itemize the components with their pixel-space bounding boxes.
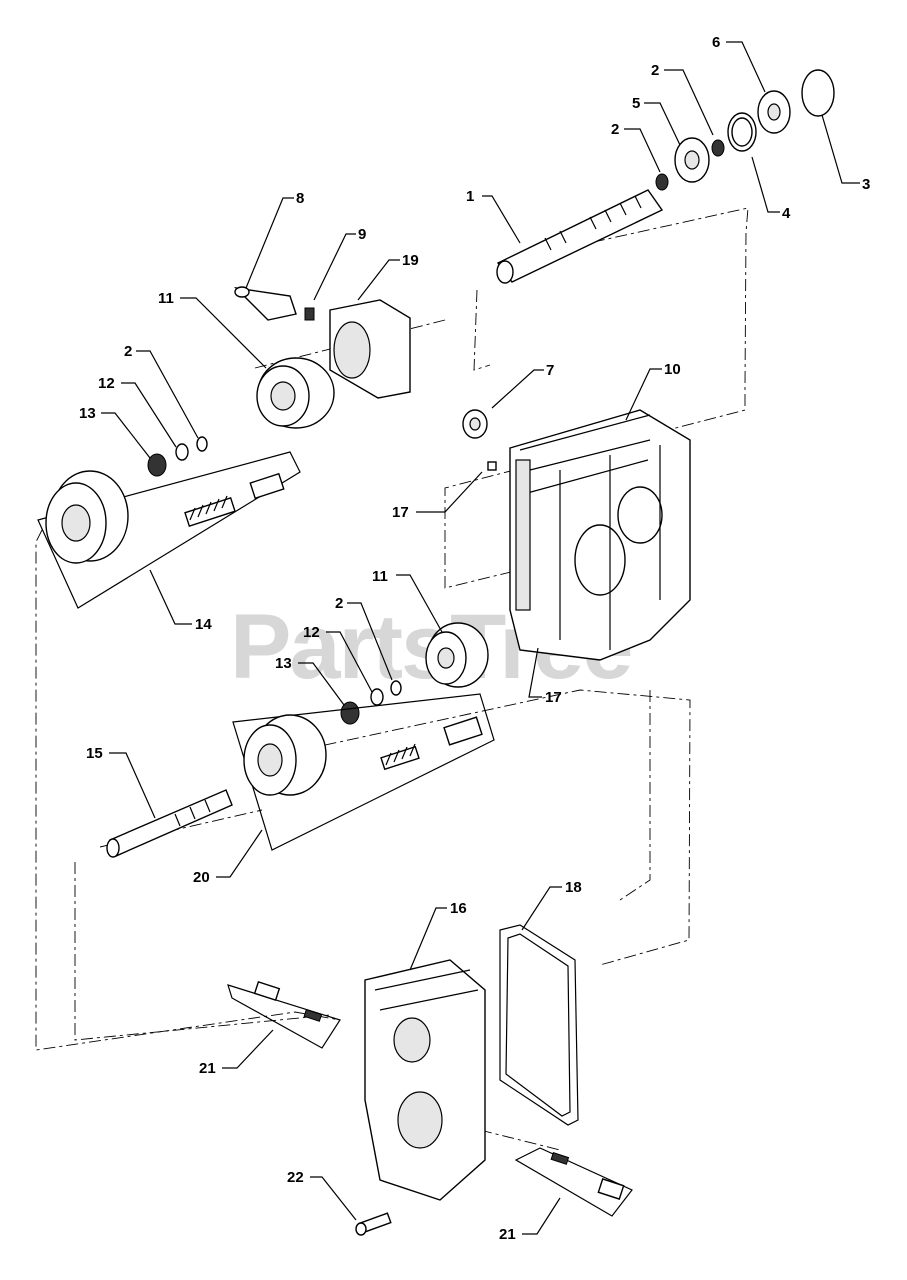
pump-assembly-upper [37,451,301,609]
callout-18: 18 [565,879,582,896]
top-right-bearing-stack [655,69,835,191]
callout-15: 15 [86,745,103,762]
callout-4: 4 [782,205,791,222]
callout-6: 6 [712,34,720,51]
control-arm-and-cover [234,286,411,399]
callout-16: 16 [450,900,467,917]
seal-and-pin-upper [462,409,497,471]
callout-21: 21 [499,1226,516,1243]
callout-11: 11 [158,290,174,307]
callout-12: 12 [98,375,115,392]
bolt [355,1212,392,1236]
callout-14: 14 [195,616,212,633]
callout-11: 11 [372,568,388,585]
callout-10: 10 [664,361,681,378]
callout-21: 21 [199,1060,216,1077]
callout-labels: 1 2 2 2 2 3 4 5 6 7 8 9 10 11 11 12 12 1… [79,34,870,1243]
output-shaft [106,789,233,858]
callout-5: 5 [632,95,640,112]
callout-22: 22 [287,1169,304,1186]
callout-2: 2 [651,62,659,79]
callout-17: 17 [545,689,562,706]
callout-13: 13 [275,655,292,672]
callout-7: 7 [546,362,554,379]
callout-2: 2 [611,121,619,138]
lower-small-stack [340,680,402,725]
callout-2: 2 [335,595,343,612]
callout-19: 19 [402,252,419,269]
callout-17: 17 [392,504,409,521]
gasket [499,924,579,1126]
callout-1: 1 [466,188,474,205]
callout-8: 8 [296,190,304,207]
callout-3: 3 [862,176,870,193]
callout-9: 9 [358,226,366,243]
pump-assembly-lower [232,693,495,851]
callout-13: 13 [79,405,96,422]
callout-2: 2 [124,343,132,360]
callout-20: 20 [193,869,210,886]
callout-12: 12 [303,624,320,641]
leader-lines [101,41,860,1235]
end-housing [364,959,486,1201]
upper-small-stack [147,436,208,477]
check-valve-right [514,1147,633,1217]
main-housing [509,409,691,661]
rotor-upper [256,357,335,429]
check-valve-left [227,981,341,1049]
input-shaft [496,189,664,284]
rotor-lower [425,622,489,688]
